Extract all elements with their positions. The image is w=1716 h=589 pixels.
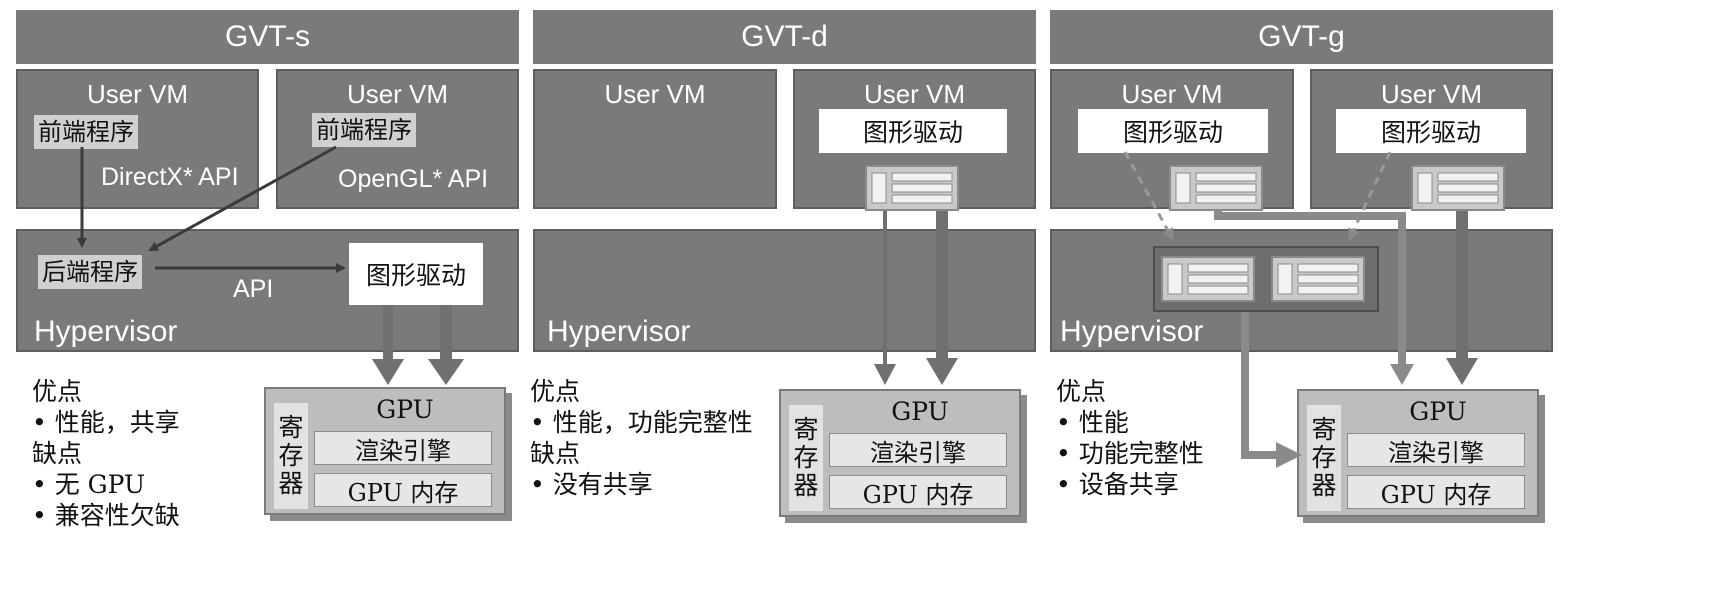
hypervisor-label: Hypervisor (547, 315, 691, 348)
graphics-driver-box: 图形驱动 (1078, 109, 1268, 153)
pros-item: • 性能，功能完整性 (530, 408, 753, 437)
render-engine-block: 渲染引擎 (314, 431, 492, 465)
pros-item: • 性能，共享 (32, 408, 180, 437)
register-block: 寄存器 (1307, 405, 1341, 511)
backend-program-tag: 后端程序 (38, 255, 142, 289)
pros-item: • 功能完整性 (1056, 439, 1204, 468)
gvt-s-user-vm-left: User VM 前端程序 DirectX* API (16, 69, 259, 209)
pros-item: • 性能 (1056, 408, 1129, 437)
frontend-program-tag: 前端程序 (312, 113, 416, 147)
gvt-s-hypervisor: 后端程序 API 图形驱动 Hypervisor (16, 229, 519, 352)
page-table-icon (1169, 165, 1263, 211)
cons-item: • 兼容性欠缺 (32, 501, 180, 530)
pros-title: 优点 (530, 377, 581, 406)
gpu-title: GPU (376, 395, 434, 424)
passthrough-arrow (936, 204, 948, 360)
mediator-to-gpu-arrow-head (1276, 442, 1302, 468)
gvt-g-notes: 优点 • 性能 • 功能完整性 • 设备共享 (1056, 376, 1204, 500)
pros-title: 优点 (1056, 377, 1107, 406)
api-label: API (233, 275, 274, 303)
user-vm-title: User VM (604, 79, 706, 109)
driver-to-gpu-arrow (428, 305, 464, 385)
gpu-memory-block: GPU 内存 (829, 475, 1007, 509)
user-vm-title: User VM (863, 79, 966, 109)
render-engine-block: 渲染引擎 (1347, 433, 1525, 467)
gvt-g-header: GVT-g (1050, 10, 1553, 64)
gvt-s-gpu: GPU 寄存器 渲染引擎 GPU 内存 (264, 387, 506, 515)
gvt-d-arrows (865, 165, 959, 385)
gpu-title: GPU (891, 397, 949, 426)
passthrough-arrow-head (874, 364, 896, 385)
register-block: 寄存器 (274, 403, 308, 509)
mediated-pass-dashed-arrow (1123, 151, 1174, 241)
gpu-title: GPU (1409, 397, 1467, 426)
shadow-page-table-icon (1271, 256, 1365, 302)
user-vm-title: User VM (1121, 79, 1223, 109)
direct-access-arrow (1214, 208, 1406, 366)
gvt-s-user-vm-right: User VM 前端程序 OpenGL* API (276, 69, 519, 209)
page-table-icon (1411, 165, 1505, 211)
cons-item: • 无 GPU (32, 470, 146, 499)
user-vm-title: User VM (1380, 79, 1483, 109)
cons-item: • 没有共享 (530, 470, 653, 499)
gvt-d-user-vm-left: User VM (533, 69, 777, 209)
gvt-s-arrows (77, 145, 464, 385)
cons-title: 缺点 (530, 439, 581, 468)
hypervisor-label: Hypervisor (34, 315, 178, 348)
gvt-d-hypervisor: Hypervisor (533, 229, 1036, 352)
graphics-driver-box: 图形驱动 (819, 109, 1007, 153)
mediated-pass-dashed-arrow (1348, 151, 1392, 241)
pros-item: • 设备共享 (1056, 470, 1179, 499)
user-vm-title: User VM (86, 79, 189, 109)
direct-access-arrow (1456, 204, 1468, 360)
frontend-to-backend-arrow (148, 145, 337, 252)
user-vm-title: User VM (346, 79, 449, 109)
opengl-api-label: OpenGL* API (338, 165, 489, 193)
gpu-memory-block: GPU 内存 (314, 473, 492, 507)
mediator-to-gpu-arrow (1241, 312, 1280, 459)
direct-access-arrow-head (1390, 364, 1414, 385)
gvt-s-notes: 优点 • 性能，共享 缺点 • 无 GPU • 兼容性欠缺 (32, 376, 180, 531)
register-block: 寄存器 (789, 405, 823, 511)
gvt-d-gpu: GPU 寄存器 渲染引擎 GPU 内存 (779, 389, 1021, 517)
gvt-g-gpu: GPU 寄存器 渲染引擎 GPU 内存 (1297, 389, 1539, 517)
gvt-d-notes: 优点 • 性能，功能完整性 缺点 • 没有共享 (530, 376, 753, 500)
direct-access-arrow-head (1446, 358, 1478, 385)
pros-title: 优点 (32, 377, 83, 406)
graphics-driver-box: 图形驱动 (1336, 109, 1526, 153)
cons-title: 缺点 (32, 439, 83, 468)
hypervisor-label: Hypervisor (1060, 315, 1204, 348)
gvt-s-header: GVT-s (16, 10, 519, 64)
gvt-g-arrows (1123, 151, 1505, 468)
gvt-d-user-vm-right: User VM 图形驱动 (793, 69, 1036, 209)
frontend-program-tag: 前端程序 (34, 115, 138, 149)
render-engine-block: 渲染引擎 (829, 433, 1007, 467)
driver-to-gpu-arrow (372, 305, 404, 385)
page-table-icon (865, 165, 959, 211)
shadow-page-table-icon (1161, 256, 1255, 302)
passthrough-arrow-head (926, 358, 958, 385)
directx-api-label: DirectX* API (101, 163, 239, 191)
gvt-d-header: GVT-d (533, 10, 1036, 64)
graphics-driver-box: 图形驱动 (349, 243, 483, 305)
gpu-memory-block: GPU 内存 (1347, 475, 1525, 509)
